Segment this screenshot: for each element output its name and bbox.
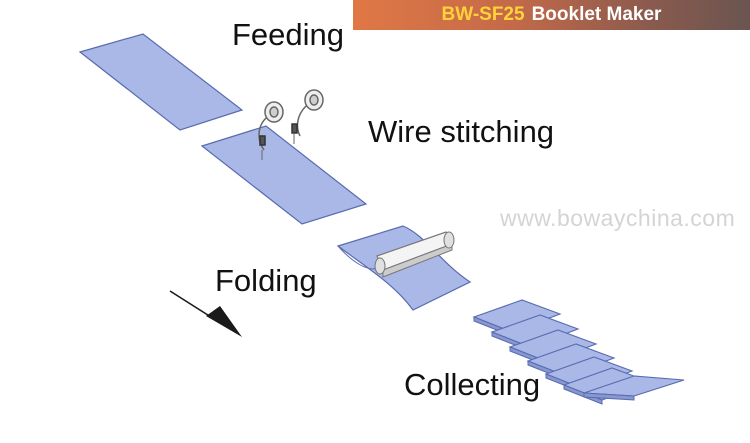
model-name: BW-SF25 [441,4,525,25]
title-banner: BW-SF25 Booklet Maker [353,0,750,30]
collected-booklets [472,299,685,405]
watermark: www.bowaychina.com [500,205,736,231]
wire-stitch-head-icon [258,89,324,160]
stitching-sheet [200,125,368,225]
fold-blade-icon [374,231,455,278]
booklet [583,375,685,401]
arrow-down-right-icon [169,290,242,337]
banner-title: Booklet Maker [531,4,662,25]
label-collecting: Collecting [404,367,541,402]
feeding-sheet [78,33,244,131]
label-wire-stitching: Wire stitching [368,114,555,149]
label-feeding: Feeding [232,17,345,52]
label-folding: Folding [215,263,317,298]
